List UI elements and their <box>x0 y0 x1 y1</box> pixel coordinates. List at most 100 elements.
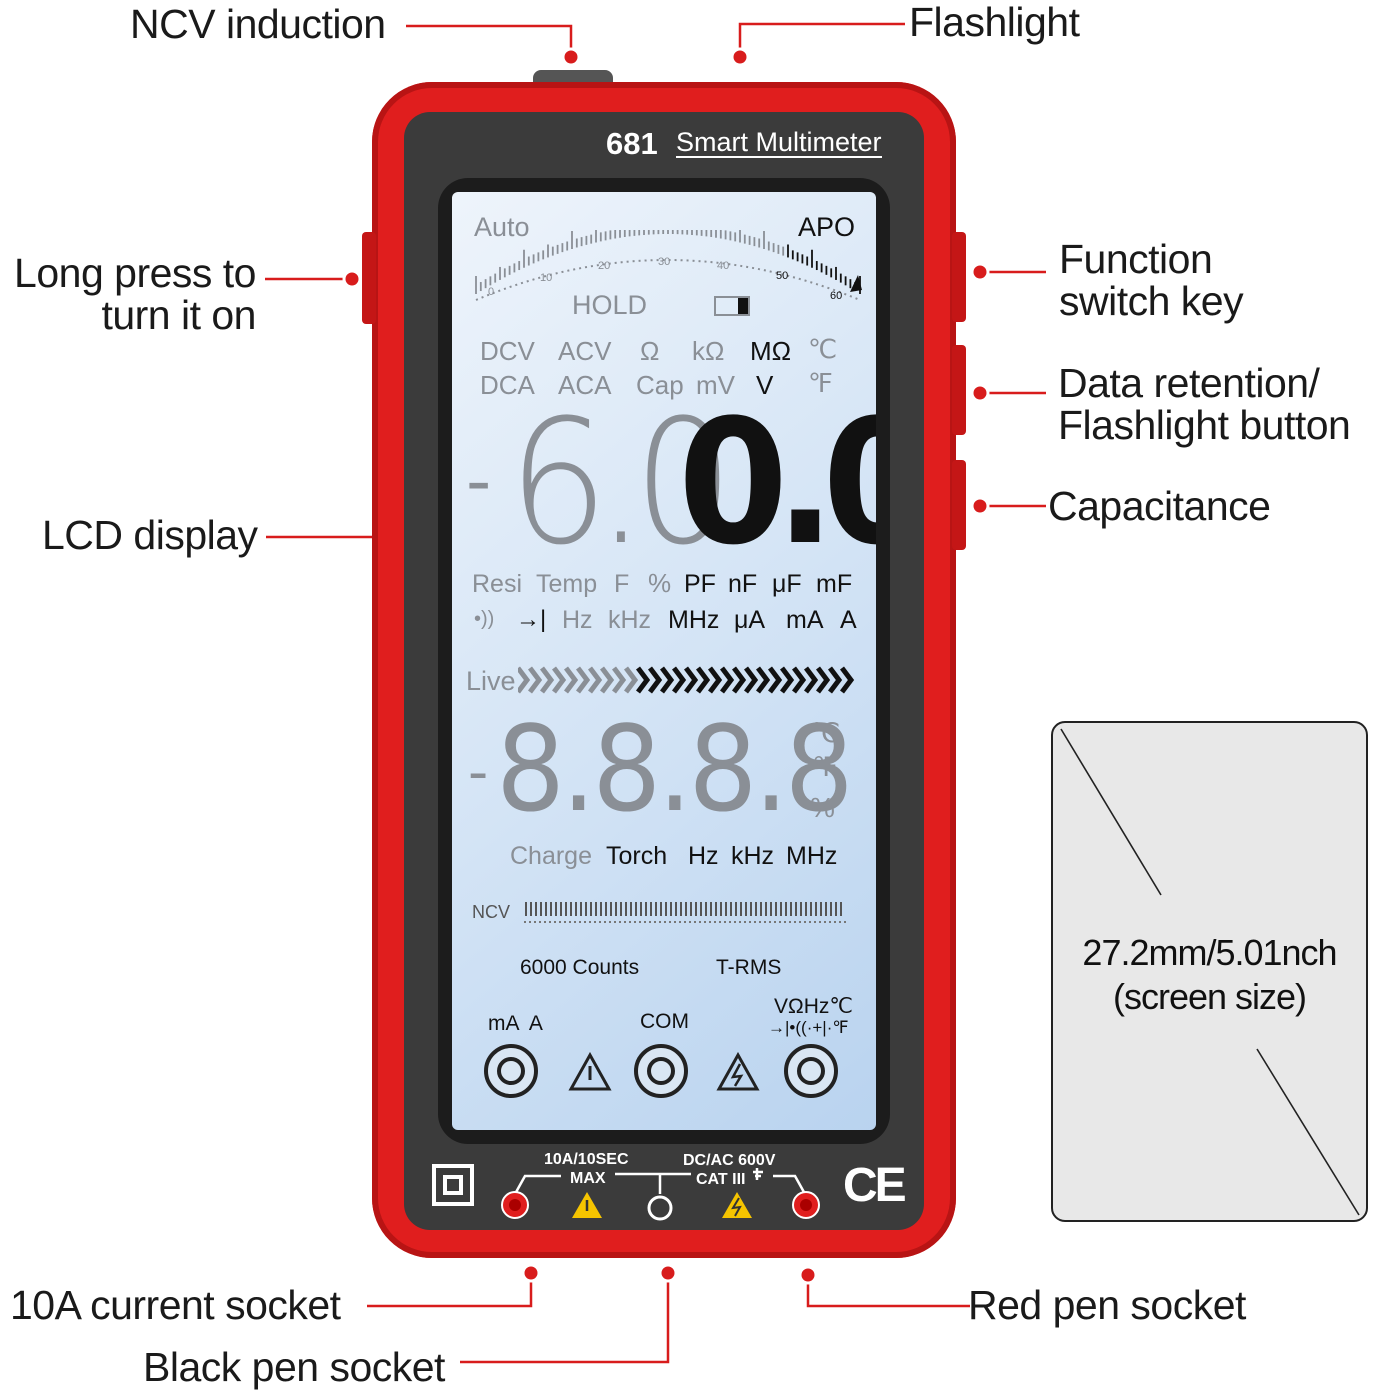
ce-mark: CE <box>843 1159 907 1212</box>
screen-size-value: 27.2mm/5.01nch <box>1082 932 1337 973</box>
function-label: Function switch key <box>1059 236 1244 324</box>
lcd-ua: μA <box>734 606 766 634</box>
screen-size-card: 27.2mm/5.01nch (screen size) <box>1051 721 1368 1222</box>
buzzer-icon: •)) <box>474 608 495 630</box>
power-label-line1: Long press to <box>14 250 256 296</box>
lcd-ohm: Ω <box>640 336 660 366</box>
lcd-dca: DCA <box>480 370 535 400</box>
lcd-counts: 6000 Counts <box>520 956 640 979</box>
scale-tick-40: 40 <box>717 260 730 272</box>
rating-max: MAX <box>570 1170 606 1187</box>
main-digits-bold: 0.0 <box>678 382 876 583</box>
lcd-ncv: NCV <box>472 902 511 922</box>
power-button[interactable] <box>362 232 376 324</box>
live-bar <box>518 666 855 694</box>
terminal-panel <box>501 1168 820 1221</box>
hold-label: Data retention/ Flashlight button <box>1058 360 1351 446</box>
jack-label-symbols: →|•((·+|·℉ <box>768 1018 849 1037</box>
ncv-line <box>406 24 573 56</box>
hold-label-line1: Data retention/ <box>1058 360 1320 406</box>
analog-scale <box>475 230 862 301</box>
function-label-line2: switch key <box>1059 278 1244 324</box>
socket-10a-label: 10A current socket <box>10 1282 341 1328</box>
power-dot <box>342 269 362 289</box>
lcd-mohm: MΩ <box>750 336 792 366</box>
ncv-label: NCV induction <box>130 1 386 47</box>
red-pen-label: Red pen socket <box>968 1282 1246 1328</box>
black-pen-line <box>460 1272 670 1364</box>
red-pen-dot <box>798 1265 818 1285</box>
lcd-uf: μF <box>772 570 802 598</box>
lcd-mhz: MHz <box>668 606 720 634</box>
function-button[interactable] <box>952 232 966 322</box>
scale-tick-60: 60 <box>830 290 843 302</box>
capacitance-button[interactable] <box>952 460 966 550</box>
diagonal-lines <box>1060 728 1360 1216</box>
socket-10a-dot <box>521 1263 541 1283</box>
sub-percent: % <box>810 792 835 823</box>
main-digits-dim: 6.0 <box>508 382 734 583</box>
lcd-temp: Temp <box>536 570 598 598</box>
lcd-celsius: ℃ <box>808 334 838 364</box>
jack-label-com: COM <box>640 1010 689 1033</box>
black-pen-dot <box>658 1263 678 1283</box>
lcd-nf: nF <box>728 570 758 598</box>
lcd-pf: PF <box>684 570 716 598</box>
flashlight-line <box>738 22 905 56</box>
lcd-jack-v <box>784 1044 838 1098</box>
flashlight-dot <box>730 47 750 67</box>
lcd-kohm: kΩ <box>692 336 725 366</box>
power-label: Long press to turn it on <box>0 252 256 336</box>
lcd-a: A <box>840 606 857 634</box>
function-label-line1: Function <box>1059 236 1213 282</box>
jack-label-vohz: VΩHz℃ <box>774 995 853 1018</box>
lcd-khz-2: kHz <box>731 842 775 870</box>
flashlight-label: Flashlight <box>909 0 1080 45</box>
hold-button[interactable] <box>952 345 966 435</box>
scale-labels: 0 10 20 30 40 50 60 <box>466 230 866 320</box>
screen-size-text: 27.2mm/5.01nch (screen size) <box>1053 931 1366 1019</box>
sub-celsius: ℃ <box>810 718 841 748</box>
lcd-apo: APO <box>798 212 856 242</box>
lcd-dcv: DCV <box>480 336 535 366</box>
scale-tick-30: 30 <box>658 256 671 268</box>
diode-icon: →| <box>516 606 547 633</box>
main-minus: - <box>466 440 491 522</box>
lcd-screen: Auto APO 0 10 20 30 40 50 60 HOLD DCV AC… <box>452 192 876 1130</box>
lcd-acv: ACV <box>558 336 612 366</box>
scale-tick-50: 50 <box>776 270 789 282</box>
ncv-bar <box>524 902 848 923</box>
lcd-resi: Resi <box>472 570 523 598</box>
lcd-mv: mV <box>696 370 735 400</box>
warning-icon <box>568 1052 612 1091</box>
scale-tick-0: 0 <box>488 286 495 298</box>
lcd-f: F <box>614 570 630 598</box>
capacitance-label: Capacitance <box>1048 483 1271 529</box>
rating-600v: DC/AC 600V <box>683 1152 776 1169</box>
screen-size-caption: (screen size) <box>1112 976 1307 1017</box>
lcd-hz-2: Hz <box>688 842 719 870</box>
scale-tick-10: 10 <box>540 272 553 284</box>
lcd-mhz-2: MHz <box>786 842 838 870</box>
black-pen-label: Black pen socket <box>143 1344 445 1390</box>
high-voltage-icon <box>716 1052 760 1091</box>
lcd-torch: Torch <box>606 842 668 870</box>
lcd-auto: Auto <box>474 212 530 242</box>
model-number: 681 <box>606 126 658 161</box>
model-name: Smart Multimeter <box>676 127 882 158</box>
socket-10a-line <box>367 1272 533 1308</box>
lcd-v: V <box>756 370 774 400</box>
lcd-mf: mF <box>816 570 853 598</box>
lcd-ma: mA <box>786 606 824 634</box>
lcd-charge: Charge <box>510 842 592 870</box>
function-dot <box>970 262 990 282</box>
lcd-label: LCD display <box>42 512 258 558</box>
sub-digits: 8.8.8.8 <box>496 700 854 838</box>
sub-fahrenheit: ℉ <box>812 752 838 782</box>
jack-label-ma-a: mA A <box>488 1012 543 1035</box>
rating-10a: 10A/10SEC <box>544 1151 629 1168</box>
lcd-trms: T-RMS <box>716 956 782 979</box>
rating-cat: CAT III <box>696 1171 746 1188</box>
scale-tick-20: 20 <box>598 260 611 272</box>
